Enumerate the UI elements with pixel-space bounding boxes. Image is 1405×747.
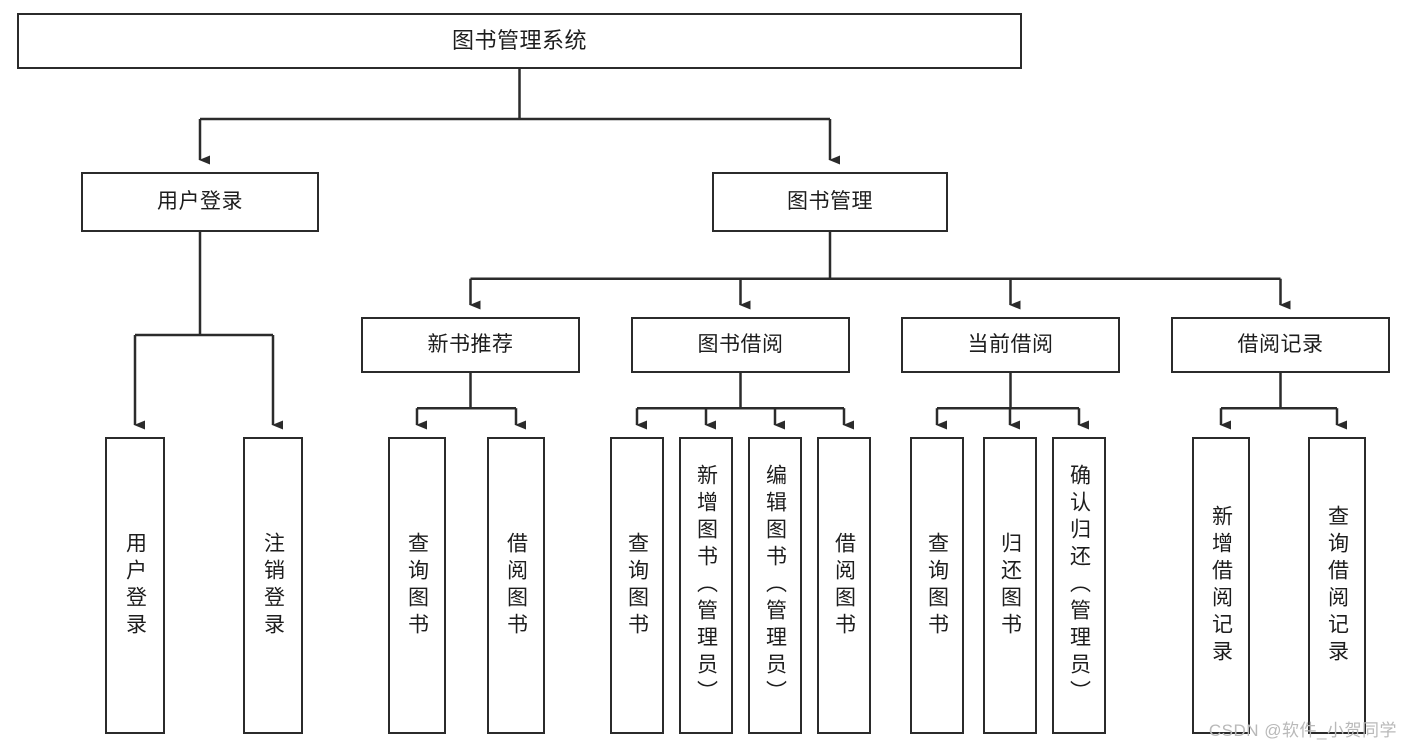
node-leaf-borrow-add[interactable]: 新增图书（管理员） xyxy=(679,437,733,734)
node-leaf-cur-query[interactable]: 查询图书 xyxy=(910,437,964,734)
node-borrow-record[interactable]: 借阅记录 xyxy=(1171,317,1390,373)
node-current-borrow[interactable]: 当前借阅 xyxy=(901,317,1120,373)
node-label: 借阅图书 xyxy=(504,531,528,640)
connector-stem xyxy=(135,232,273,337)
node-label: 查询图书 xyxy=(925,531,949,640)
node-label: 查询借阅记录 xyxy=(1325,504,1349,667)
node-book-manage[interactable]: 图书管理 xyxy=(712,172,948,232)
node-label: 图书管理系统 xyxy=(451,27,587,53)
node-leaf-cur-confirm[interactable]: 确认归还（管理员） xyxy=(1052,437,1106,734)
node-new-book-rec[interactable]: 新书推荐 xyxy=(361,317,580,373)
connector-stem xyxy=(417,373,516,410)
node-label: 查询图书 xyxy=(405,531,429,640)
node-leaf-rec-add[interactable]: 新增借阅记录 xyxy=(1192,437,1250,734)
node-label: 归还图书 xyxy=(998,531,1022,640)
node-label: 注销登录 xyxy=(261,531,285,640)
node-leaf-borrow-query[interactable]: 查询图书 xyxy=(610,437,664,734)
node-label: 用户登录 xyxy=(157,190,243,214)
node-label: 图书借阅 xyxy=(697,333,784,357)
node-leaf-rec-borrow[interactable]: 借阅图书 xyxy=(487,437,545,734)
node-label: 借阅记录 xyxy=(1237,333,1324,357)
node-label: 新增图书（管理员） xyxy=(694,464,718,707)
connector-stem xyxy=(937,373,1079,410)
connector-stem xyxy=(200,69,830,121)
connector-stem xyxy=(470,232,1281,280)
connector-stem xyxy=(637,373,844,410)
node-leaf-rec-query2[interactable]: 查询借阅记录 xyxy=(1308,437,1366,734)
node-label: 图书管理 xyxy=(787,190,873,214)
node-label: 编辑图书（管理员） xyxy=(763,464,787,707)
connector-stem xyxy=(1221,373,1337,410)
watermark-text: CSDN @软件_小贺同学 xyxy=(1208,721,1397,740)
node-label: 新书推荐 xyxy=(427,333,514,357)
node-book-borrow[interactable]: 图书借阅 xyxy=(631,317,850,373)
node-label: 确认归还（管理员） xyxy=(1067,464,1091,707)
node-leaf-user-login[interactable]: 用户登录 xyxy=(105,437,165,734)
node-leaf-cur-return[interactable]: 归还图书 xyxy=(983,437,1037,734)
node-label: 当前借阅 xyxy=(967,333,1054,357)
node-leaf-borrow-edit[interactable]: 编辑图书（管理员） xyxy=(748,437,802,734)
node-leaf-borrow-lend[interactable]: 借阅图书 xyxy=(817,437,871,734)
node-root[interactable]: 图书管理系统 xyxy=(17,13,1022,69)
node-label: 新增借阅记录 xyxy=(1209,504,1233,667)
node-leaf-user-logout[interactable]: 注销登录 xyxy=(243,437,303,734)
node-user-login[interactable]: 用户登录 xyxy=(81,172,319,232)
node-label: 查询图书 xyxy=(625,531,649,640)
node-label: 用户登录 xyxy=(123,531,147,640)
node-label: 借阅图书 xyxy=(832,531,856,640)
node-leaf-rec-query[interactable]: 查询图书 xyxy=(388,437,446,734)
